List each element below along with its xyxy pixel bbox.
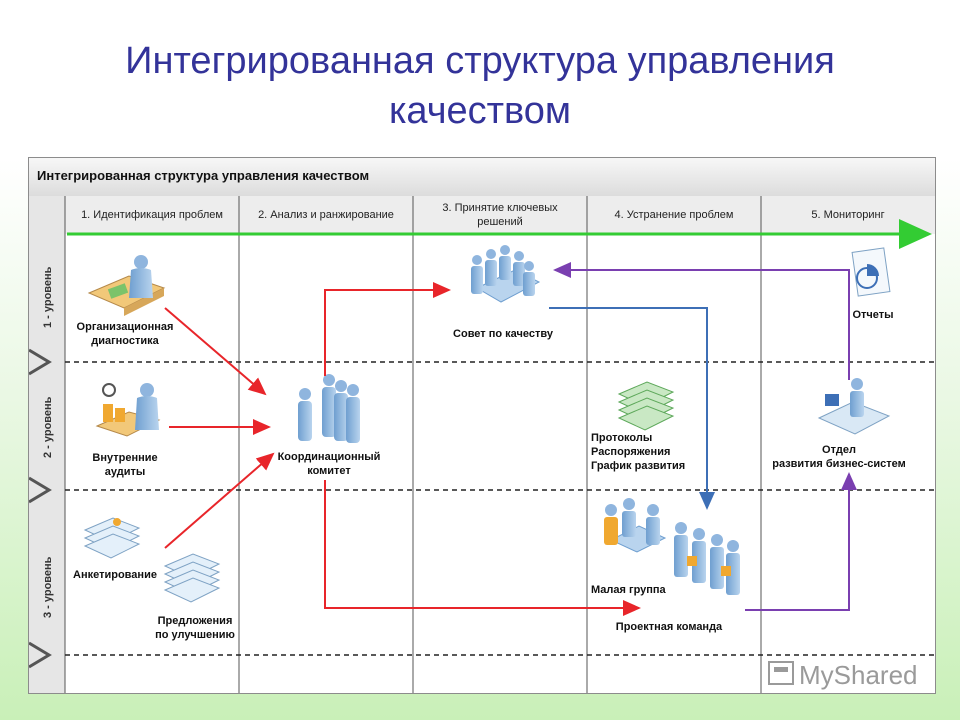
- diagram-frame: Интегрированная структура управления кач…: [28, 157, 936, 694]
- watermark-logo-icon: [768, 661, 794, 685]
- committee-icon: [298, 374, 360, 443]
- slide-title: Интегрированная структура управления кач…: [0, 36, 960, 136]
- small-group-label: Малая группа: [591, 584, 667, 596]
- slide-title-line2: качеством: [388, 90, 572, 132]
- column-label-3-line2: решений: [477, 216, 523, 228]
- arrow-org-to-committee: [164, 307, 267, 396]
- proposals-icon: [163, 553, 221, 603]
- arrow-committee-to-project-team: [324, 480, 641, 616]
- committee-label-1: Координационный: [278, 451, 381, 463]
- level-label-1: 1 - уровень: [42, 266, 54, 328]
- small-group-icon: [604, 498, 667, 553]
- watermark: MyShared: [768, 660, 918, 690]
- arrow-survey-to-committee: [164, 452, 275, 549]
- level-chevron: [29, 348, 52, 376]
- proposals-label-2: по улучшению: [155, 629, 235, 641]
- diagram-canvas: 1. Идентификация проблем 2. Анализ и ран…: [29, 196, 935, 693]
- reports-label: Отчеты: [852, 309, 893, 321]
- column-label-1: 1. Идентификация проблем: [81, 209, 223, 221]
- protocols-icon: [617, 381, 675, 431]
- project-team-label: Проектная команда: [616, 621, 723, 633]
- survey-icon: [83, 517, 141, 559]
- council-icon: [471, 245, 541, 303]
- bizsys-dept-icon: [817, 378, 891, 435]
- level-label-3: 3 - уровень: [42, 556, 54, 618]
- internal-audits-label-2: аудиты: [105, 466, 146, 478]
- internal-audits-icon: [95, 383, 161, 437]
- committee-label-2: комитет: [307, 465, 351, 477]
- bizsys-label-1: Отдел: [822, 444, 856, 456]
- protocols-label-2: Распоряжения: [591, 446, 670, 458]
- proposals-label-1: Предложения: [158, 615, 233, 627]
- column-label-4: 4. Устранение проблем: [615, 209, 734, 221]
- protocols-label-1: Протоколы: [591, 432, 652, 444]
- survey-label: Анкетирование: [73, 569, 157, 581]
- level-label-2: 2 - уровень: [42, 396, 54, 458]
- arrow-bizsys-to-council: [553, 262, 850, 380]
- slide-title-line1: Интегрированная структура управления: [125, 40, 835, 82]
- arrow-project-team-to-bizsys: [745, 472, 857, 611]
- column-header-row: [65, 196, 935, 234]
- protocols-label-3: График развития: [591, 460, 685, 472]
- reports-icon: [851, 247, 891, 297]
- org-diagnostics-label-1: Организационная: [77, 321, 174, 333]
- internal-audits-label-1: Внутренние: [92, 452, 157, 464]
- arrow-committee-to-council: [324, 282, 451, 376]
- org-diagnostics-label-2: диагностика: [91, 335, 159, 347]
- diagram-header-text: Интегрированная структура управления кач…: [37, 168, 370, 183]
- watermark-text: MyShared: [799, 660, 918, 690]
- column-label-3-line1: 3. Принятие ключевых: [442, 202, 558, 214]
- arrow-council-to-small-group: [549, 307, 715, 510]
- level-sidebar: [29, 196, 65, 693]
- org-diagnostics-icon: [87, 255, 166, 316]
- column-label-2: 2. Анализ и ранжирование: [258, 209, 394, 221]
- level-chevron: [29, 641, 52, 669]
- council-label: Совет по качеству: [453, 328, 554, 340]
- project-team-icon: [674, 522, 740, 595]
- level-chevron: [29, 476, 52, 504]
- column-label-5: 5. Мониторинг: [811, 209, 884, 221]
- bizsys-label-2: развития бизнес-систем: [772, 458, 906, 470]
